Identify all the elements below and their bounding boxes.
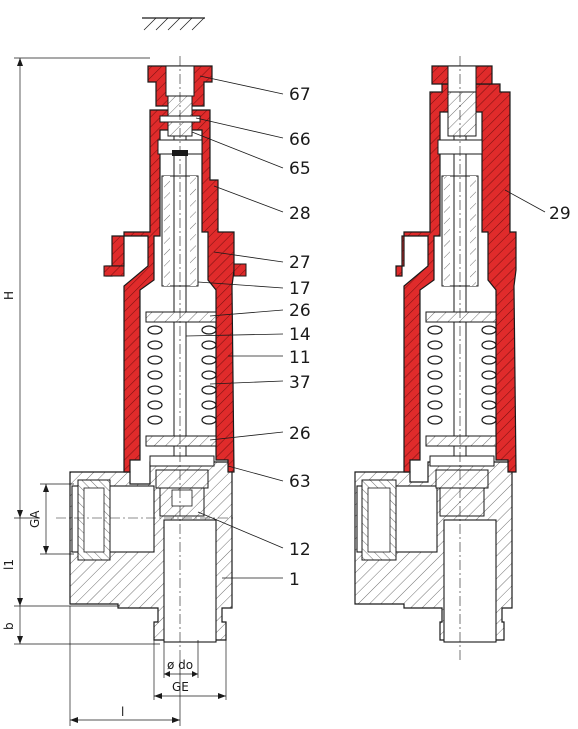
dim-label-GA: GA xyxy=(28,510,42,528)
dim-label-l1: l1 xyxy=(2,559,16,570)
dim-label-do: ø do xyxy=(167,658,193,672)
part-label-1: 1 xyxy=(289,570,300,590)
spring-coils-right xyxy=(427,325,497,425)
part-label-65: 65 xyxy=(289,159,311,179)
part-label-12: 12 xyxy=(289,540,311,560)
part-label-27: 27 xyxy=(289,253,311,273)
part-label-14: 14 xyxy=(289,325,311,345)
leader-lines xyxy=(185,75,546,579)
dim-label-l: l xyxy=(121,705,124,719)
part-label-11: 11 xyxy=(289,348,311,368)
part-label-67: 67 xyxy=(289,85,311,105)
part-label-26-upper: 26 xyxy=(289,301,311,321)
right-valve-section xyxy=(354,56,517,660)
dim-label-GE: GE xyxy=(172,680,189,694)
dim-label-H: H xyxy=(2,291,16,300)
part-label-63: 63 xyxy=(289,472,311,492)
part-label-66: 66 xyxy=(289,130,311,150)
part-label-29: 29 xyxy=(549,204,571,224)
part-label-28: 28 xyxy=(289,204,311,224)
ground-symbol xyxy=(142,17,205,31)
part-label-26-lower: 26 xyxy=(289,424,311,444)
bonnet-red-right xyxy=(395,83,517,473)
spring-coils-left xyxy=(147,325,217,425)
dim-label-b: b xyxy=(2,622,16,630)
dimension-arrows xyxy=(17,58,226,723)
left-valve-section xyxy=(56,56,247,660)
part-label-37: 37 xyxy=(289,373,311,393)
part-label-17: 17 xyxy=(289,279,311,299)
